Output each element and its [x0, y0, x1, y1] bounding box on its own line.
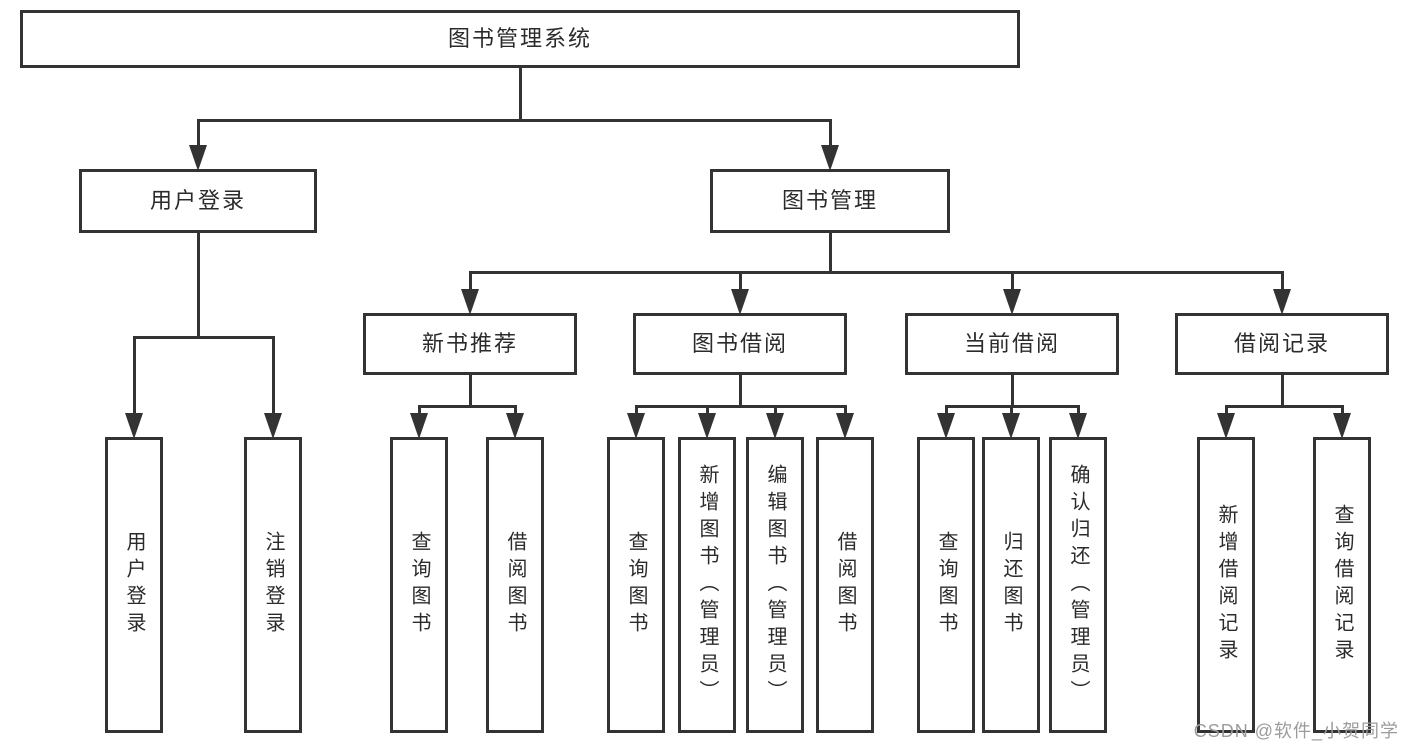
connector-shaft [738, 272, 742, 295]
arrow-down-icon [937, 413, 955, 439]
node-user-login-label: 用户登录 [149, 188, 246, 213]
node-borrow-books-label: 借阅图书 [504, 531, 526, 639]
arrow-down-icon [264, 413, 282, 439]
connector-branch-line [1224, 404, 1344, 408]
node-book-management: 图书管理 [710, 169, 950, 233]
arrow-down-icon [1002, 413, 1020, 439]
connector-shaft [468, 272, 472, 295]
arrow-down-icon [731, 289, 749, 315]
connector-shaft [513, 406, 517, 419]
watermark: CSDN @软件_小贺同学 [1193, 721, 1399, 741]
arrow-down-icon [506, 413, 524, 439]
connector-shaft [132, 337, 136, 419]
arrow-down-icon [189, 145, 207, 171]
connector-branch-line [634, 404, 847, 408]
node-query-books-3-label: 查询图书 [935, 531, 957, 639]
node-borrow-books: 借阅图书 [486, 437, 544, 733]
node-book-borrowing-label: 图书借阅 [691, 331, 788, 356]
connector-branch-line [468, 270, 1284, 274]
connector-shaft [196, 120, 200, 151]
connector-shaft [1340, 406, 1344, 419]
node-query-books-label: 查询图书 [408, 531, 430, 639]
node-current-borrowing-label: 当前借阅 [963, 331, 1060, 356]
arrow-down-icon [821, 145, 839, 171]
connector-shaft [1009, 406, 1013, 419]
node-add-books-admin-label: 新增图书（管理员） [696, 463, 718, 707]
connector-shaft [1224, 406, 1228, 419]
connector-shaft [944, 406, 948, 419]
connector-shaft [1280, 272, 1284, 295]
node-user-login-action-label: 用户登录 [123, 531, 145, 639]
node-confirm-return-admin: 确认归还（管理员） [1049, 437, 1107, 733]
node-query-borrow-record: 查询借阅记录 [1313, 437, 1371, 733]
connector-shaft [634, 406, 638, 419]
node-borrowing-records-label: 借阅记录 [1233, 331, 1330, 356]
arrow-down-icon [410, 413, 428, 439]
node-query-borrow-record-label: 查询借阅记录 [1331, 504, 1353, 666]
connector-stub [1010, 375, 1014, 406]
arrow-down-icon [461, 289, 479, 315]
node-current-borrowing: 当前借阅 [905, 313, 1119, 375]
arrow-down-icon [1333, 413, 1351, 439]
arrow-down-icon [1217, 413, 1235, 439]
connector-stub [196, 233, 200, 337]
node-library-management-system: 图书管理系统 [20, 10, 1020, 68]
arrow-down-icon [125, 413, 143, 439]
node-user-login-action: 用户登录 [105, 437, 163, 733]
node-confirm-return-admin-label: 确认归还（管理员） [1067, 463, 1089, 707]
node-query-books: 查询图书 [390, 437, 448, 733]
node-logout-action: 注销登录 [244, 437, 302, 733]
node-new-book-recommend-label: 新书推荐 [421, 331, 518, 356]
arrow-down-icon [836, 413, 854, 439]
connector-stub [738, 375, 742, 406]
node-book-borrowing: 图书借阅 [633, 313, 847, 375]
node-add-books-admin: 新增图书（管理员） [678, 437, 736, 733]
arrow-down-icon [1273, 289, 1291, 315]
node-logout-action-label: 注销登录 [262, 531, 284, 639]
connector-stub [1280, 375, 1284, 406]
connector-branch-line [196, 118, 832, 122]
connector-shaft [843, 406, 847, 419]
arrow-down-icon [698, 413, 716, 439]
connector-shaft [417, 406, 421, 419]
node-add-borrow-record-label: 新增借阅记录 [1215, 504, 1237, 666]
arrow-down-icon [1003, 289, 1021, 315]
arrow-down-icon [766, 413, 784, 439]
connector-stub [468, 375, 472, 406]
node-query-books-2: 查询图书 [607, 437, 665, 733]
connector-stub [518, 68, 522, 120]
node-borrow-books-2-label: 借阅图书 [834, 531, 856, 639]
connector-branch-line [132, 335, 275, 339]
node-book-management-label: 图书管理 [781, 188, 878, 213]
node-user-login: 用户登录 [79, 169, 317, 233]
node-return-books-label: 归还图书 [1000, 531, 1022, 639]
node-edit-books-admin: 编辑图书（管理员） [746, 437, 804, 733]
node-return-books: 归还图书 [982, 437, 1040, 733]
node-query-books-2-label: 查询图书 [625, 531, 647, 639]
node-borrow-books-2: 借阅图书 [816, 437, 874, 733]
connector-branch-line [417, 404, 517, 408]
connector-shaft [271, 337, 275, 419]
connector-shaft [773, 406, 777, 419]
node-edit-books-admin-label: 编辑图书（管理员） [764, 463, 786, 707]
node-query-books-3: 查询图书 [917, 437, 975, 733]
connector-shaft [1010, 272, 1014, 295]
node-add-borrow-record: 新增借阅记录 [1197, 437, 1255, 733]
arrow-down-icon [627, 413, 645, 439]
connector-stub [828, 233, 832, 272]
node-borrowing-records: 借阅记录 [1175, 313, 1389, 375]
node-new-book-recommend: 新书推荐 [363, 313, 577, 375]
node-library-management-system-label: 图书管理系统 [447, 26, 592, 51]
connector-shaft [705, 406, 709, 419]
connector-shaft [1076, 406, 1080, 419]
arrow-down-icon [1069, 413, 1087, 439]
connector-shaft [828, 120, 832, 151]
